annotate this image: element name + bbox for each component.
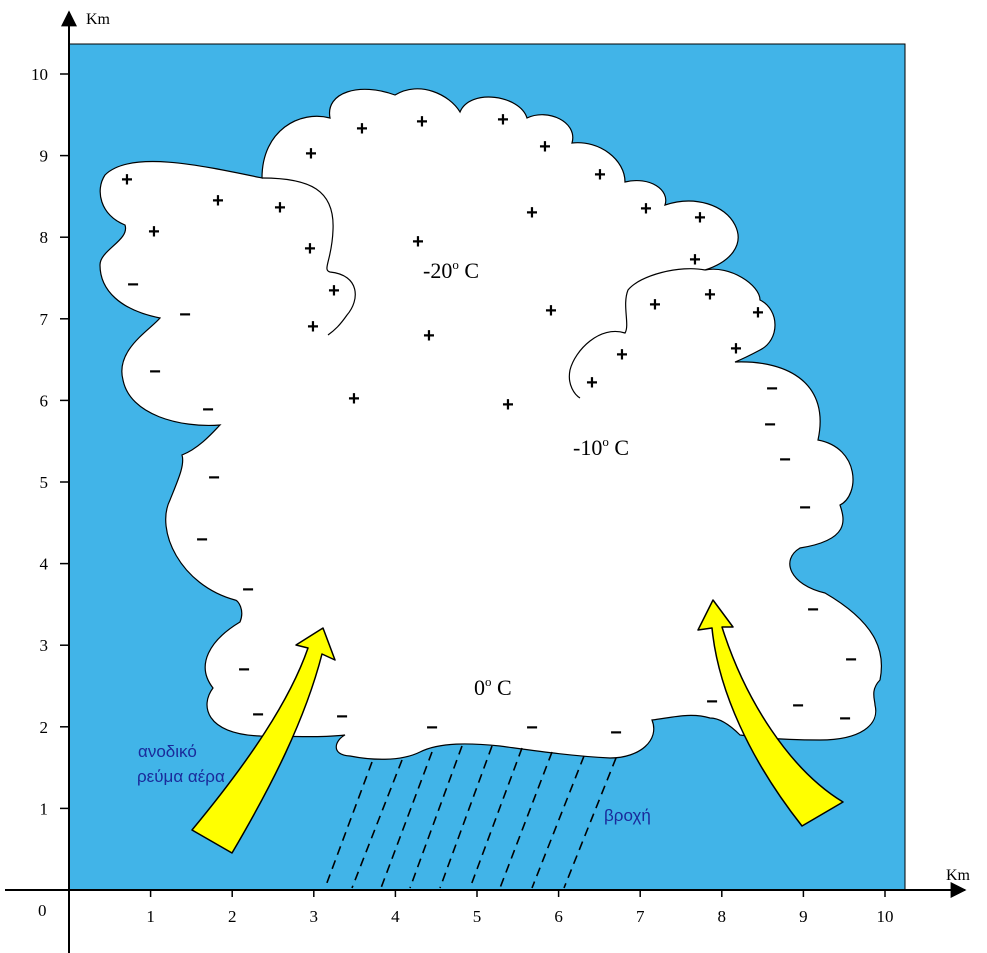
x-tick-label: 8	[718, 907, 727, 926]
x-tick-label: 5	[473, 907, 482, 926]
y-axis-unit: Km	[86, 11, 111, 28]
x-tick-label: 10	[877, 907, 894, 926]
origin-label: 0	[38, 901, 47, 920]
positive-charge: +	[305, 143, 317, 165]
positive-charge: +	[412, 231, 424, 253]
rain-label: βροχή	[604, 806, 651, 825]
positive-charge: +	[307, 316, 319, 338]
y-tick-label: 7	[40, 310, 49, 329]
temperature-low: 0o C	[474, 674, 512, 700]
y-ticks: 1 2 3 4 5 6 7 8 9 10	[31, 65, 69, 818]
x-tick-label: 3	[310, 907, 319, 926]
positive-charge: +	[689, 249, 701, 271]
x-tick-label: 4	[391, 907, 400, 926]
negative-charge: −	[252, 704, 264, 726]
negative-charge: −	[208, 467, 220, 489]
negative-charge: −	[799, 497, 811, 519]
positive-charge: +	[526, 202, 538, 224]
positive-charge: +	[752, 302, 764, 324]
negative-charge: −	[202, 399, 214, 421]
rain-streaks	[324, 745, 617, 889]
inner-cloud-line-left	[261, 177, 356, 336]
inner-cloud-line-right	[568, 268, 706, 399]
negative-charge: −	[426, 717, 438, 739]
x-tick-label: 9	[799, 907, 808, 926]
positive-charge: +	[304, 238, 316, 260]
updraft-label-line2: ρεύμα αέρα	[137, 767, 225, 786]
positive-charge: +	[640, 198, 652, 220]
positive-charge: +	[348, 388, 360, 410]
negative-charge: −	[127, 274, 139, 296]
negative-charge: −	[242, 579, 254, 601]
x-tick-label: 1	[146, 907, 155, 926]
y-tick-label: 9	[40, 147, 49, 166]
negative-charge: −	[149, 361, 161, 383]
positive-charge: +	[121, 169, 133, 191]
positive-charge: +	[594, 164, 606, 186]
positive-charge: +	[274, 197, 286, 219]
y-tick-label: 3	[40, 636, 49, 655]
x-tick-label: 2	[228, 907, 237, 926]
negative-charge: −	[196, 529, 208, 551]
y-tick-label: 4	[40, 555, 49, 574]
positive-charge: +	[212, 190, 224, 212]
negative-charge: −	[610, 722, 622, 744]
updraft-arrow-right	[697, 599, 844, 827]
positive-charge: +	[502, 394, 514, 416]
positive-charge: +	[704, 284, 716, 306]
y-tick-label: 5	[40, 473, 49, 492]
negative-charge: −	[764, 414, 776, 436]
updraft-arrow-left	[191, 627, 336, 854]
y-tick-label: 8	[40, 228, 49, 247]
x-tick-label: 6	[554, 907, 563, 926]
negative-charge: −	[336, 706, 348, 728]
positive-charge: +	[694, 207, 706, 229]
positive-charge: +	[730, 338, 742, 360]
positive-charge: +	[148, 221, 160, 243]
y-tick-label: 6	[40, 391, 49, 410]
negative-charge: −	[792, 695, 804, 717]
positive-charge: +	[497, 109, 509, 131]
negative-charge: −	[779, 449, 791, 471]
negative-charge: −	[706, 691, 718, 713]
temperature-top: -20o C	[423, 257, 479, 283]
x-ticks: 1 2 3 4 5 6 7 8 9 10	[146, 890, 894, 926]
positive-charge: +	[539, 136, 551, 158]
positive-charge: +	[649, 294, 661, 316]
y-tick-label: 10	[31, 65, 48, 84]
negative-charge: −	[807, 599, 819, 621]
updraft-label-line1: ανοδικό	[138, 742, 197, 761]
y-tick-label: 2	[40, 718, 49, 737]
positive-charge: +	[356, 118, 368, 140]
negative-charge: −	[238, 659, 250, 681]
positive-charge: +	[616, 344, 628, 366]
negative-charge: −	[845, 649, 857, 671]
charge-markers: ++++++++++++++++++++++++++++−−−−−−−−−−−−…	[121, 109, 857, 744]
positive-charge: +	[423, 325, 435, 347]
positive-charge: +	[586, 372, 598, 394]
negative-charge: −	[839, 708, 851, 730]
positive-charge: +	[416, 111, 428, 133]
negative-charge: −	[526, 717, 538, 739]
temperature-mid: -10o C	[573, 434, 629, 460]
negative-charge: −	[766, 378, 778, 400]
x-tick-label: 7	[636, 907, 645, 926]
negative-charge: −	[179, 304, 191, 326]
positive-charge: +	[328, 280, 340, 302]
positive-charge: +	[545, 300, 557, 322]
x-axis-unit: Km	[946, 867, 971, 884]
y-tick-label: 1	[40, 799, 49, 818]
